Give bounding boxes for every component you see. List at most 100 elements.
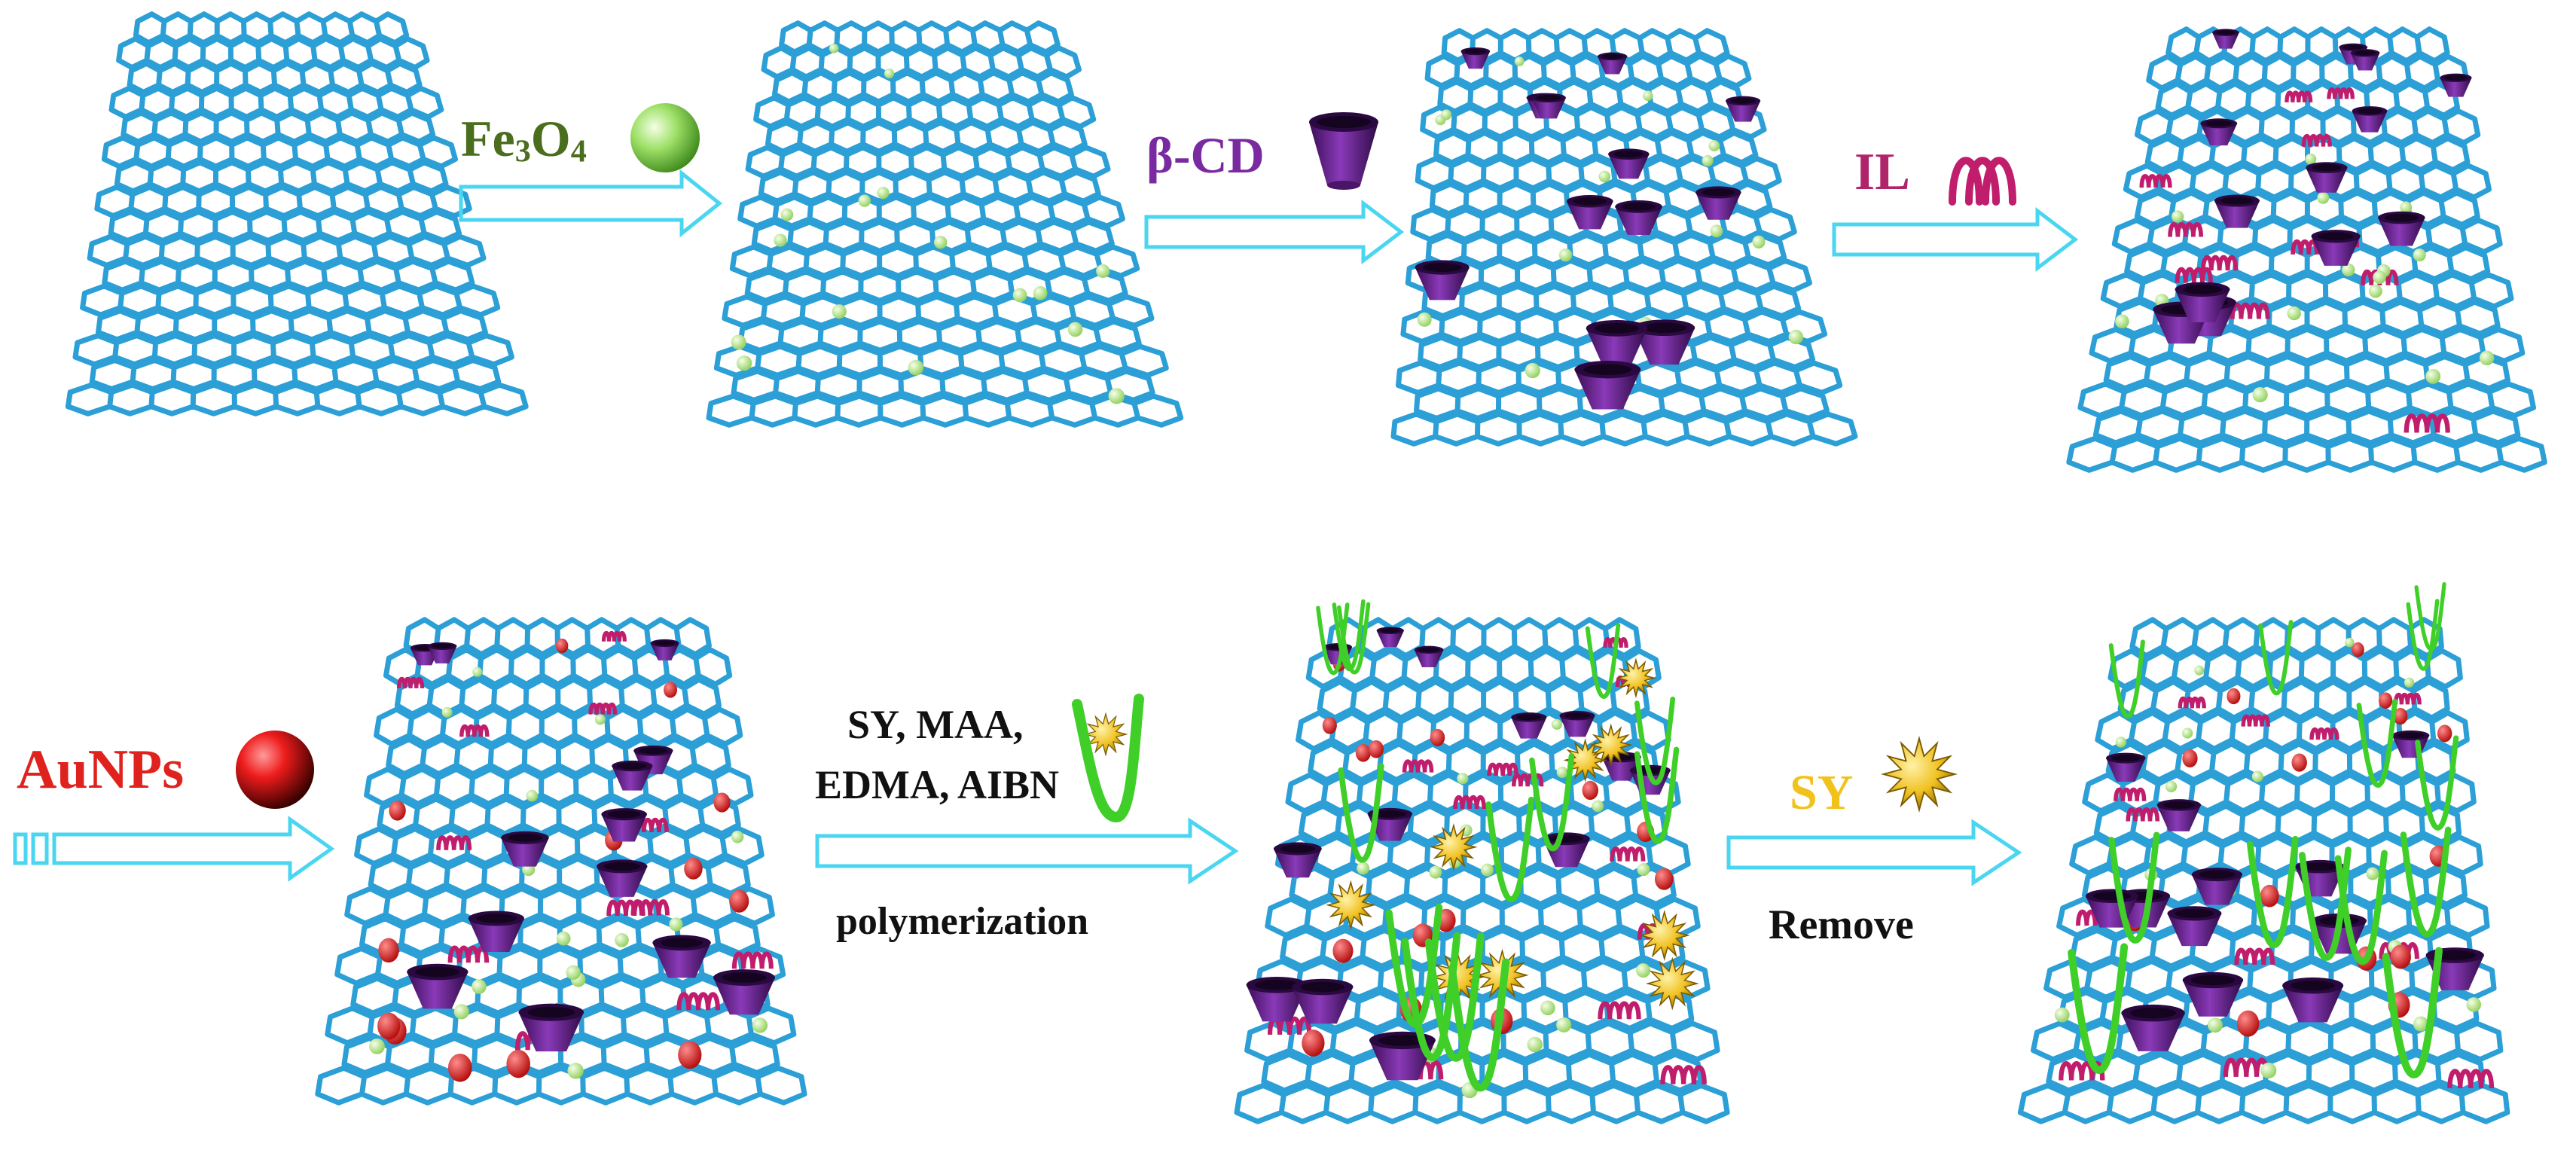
fe3o4-particle <box>1598 170 1611 183</box>
au-nanoparticle <box>378 938 399 963</box>
cyclodextrin-cup <box>2182 972 2244 1017</box>
fe3o4-particle <box>2054 1007 2070 1023</box>
cyclodextrin-cup <box>518 1003 584 1052</box>
cyclodextrin-cup <box>2282 977 2344 1023</box>
fe3o4-particle <box>1540 1000 1555 1016</box>
polymer-strand <box>1585 623 1621 699</box>
fe3o4-particle <box>2115 314 2129 329</box>
il-coil <box>2309 727 2339 740</box>
fe3o4-particle <box>1033 285 1048 300</box>
aunps-label: AuNPs <box>17 739 185 801</box>
au-nanoparticle <box>1582 780 1598 801</box>
cyclodextrin-cup <box>601 808 647 842</box>
fe3o4-particle <box>2400 201 2413 214</box>
bcd-fe3o4-graphene-sheet <box>1390 28 1858 447</box>
sy-template <box>1563 738 1607 782</box>
cyclodextrin-cup <box>652 935 711 978</box>
au-nanoparticle <box>1302 1030 1325 1057</box>
il-coil <box>2126 807 2160 822</box>
cyclodextrin-cup <box>1559 710 1595 737</box>
fe3o4-particle <box>453 1004 469 1020</box>
il-coil <box>2447 1069 2495 1088</box>
polymer-strand <box>1529 752 1575 852</box>
sy-template <box>1589 723 1633 767</box>
fe3o4-particle <box>2165 780 2178 793</box>
cyclodextrin-cup <box>2440 73 2472 97</box>
fe3o4-particle <box>731 334 746 350</box>
polymer-strand <box>2068 943 2129 1074</box>
fe3o4-particle <box>884 68 895 79</box>
polymer-strand <box>2108 831 2160 944</box>
fe3o4-particle <box>1441 109 1452 120</box>
fe3o4-particle <box>556 931 571 946</box>
polymer-strand <box>1424 932 1485 1062</box>
il-coil <box>436 835 472 850</box>
fe3o4-particle <box>1096 264 1110 278</box>
graphene-sheet <box>65 11 529 416</box>
cyclodextrin-cup <box>1566 195 1613 230</box>
il-coil <box>588 702 618 715</box>
fe3o4-particle <box>2342 263 2355 277</box>
il-coil <box>2139 174 2172 188</box>
fe3o4-particle <box>2413 1016 2429 1032</box>
template-polymer-icon <box>1072 694 1144 823</box>
fe3o4-particle <box>1637 863 1650 877</box>
cyclodextrin-cup <box>1725 96 1761 122</box>
fe3o4-particle <box>1357 862 1370 875</box>
fe3o4-particle <box>1643 90 1653 102</box>
polymerization-reagents-line1: SY, MAA, <box>847 702 1024 747</box>
au-nanoparticle <box>729 889 749 913</box>
il-coil <box>1610 846 1646 862</box>
polymer-strand <box>2415 735 2459 831</box>
arrow-remove <box>1726 819 2022 886</box>
cyclodextrin-cup <box>2212 29 2239 49</box>
au-nanoparticle <box>389 801 406 821</box>
fe3o4-particle <box>2251 770 2263 782</box>
cyclodextrin-cup <box>2200 118 2238 146</box>
cyclodextrin-cup <box>1615 200 1662 236</box>
fe3o4-particle <box>2181 728 2193 739</box>
fe3o4-particle <box>2115 737 2127 748</box>
imprinted-sheet <box>2017 581 2510 1124</box>
il-coil <box>447 945 490 963</box>
cyclodextrin-cup <box>1597 52 1628 75</box>
cyclodextrin-cup <box>2391 730 2430 758</box>
cyclodextrin-cup <box>2378 211 2425 246</box>
cyclodextrin-cup <box>2350 49 2380 71</box>
cyclodextrin-cup <box>2352 106 2388 133</box>
il-coil <box>2201 255 2239 271</box>
au-nanoparticle <box>2182 749 2198 767</box>
fe3o4-particle <box>752 1017 768 1033</box>
cyclodextrin-cup-icon <box>1309 112 1378 190</box>
au-nanoparticle <box>2378 692 2393 709</box>
cyclodextrin-cup <box>2191 868 2242 905</box>
polymer-strand <box>1401 932 1461 1061</box>
sy-label: SY <box>1790 765 1854 820</box>
cyclodextrin-cup <box>1695 186 1741 220</box>
fe3o4-particle <box>2404 677 2415 688</box>
fe3o4-particle <box>2317 191 2330 204</box>
fe3o4-particle <box>369 1038 385 1054</box>
au-nanoparticle <box>447 1054 472 1082</box>
au-nanoparticle <box>1654 868 1674 890</box>
cyclodextrin-cup <box>427 642 457 663</box>
fe3o4-particle <box>877 187 890 200</box>
fe3o4-particle <box>2479 350 2495 366</box>
fe3o4-particle <box>526 789 539 802</box>
polymerization-label: polymerization <box>836 900 1089 943</box>
fe3o4-particle <box>1067 322 1083 337</box>
cyclodextrin-cup <box>612 760 653 791</box>
fe3o4-particle <box>2172 210 2184 223</box>
polymer-strand <box>1634 697 1676 785</box>
fe3o4-particle <box>2287 306 2301 321</box>
au-nanoparticle <box>664 682 678 698</box>
fe3o4-particle <box>1788 329 1804 345</box>
au-nanoparticle <box>2227 688 2241 705</box>
sy-template <box>1430 823 1478 871</box>
fe3o4-particle <box>567 1063 584 1079</box>
fe3o4-particle <box>731 831 744 843</box>
au-nanoparticle <box>2352 642 2364 657</box>
sheets-layer <box>65 11 2547 1124</box>
au-nanoparticle <box>678 1041 702 1069</box>
